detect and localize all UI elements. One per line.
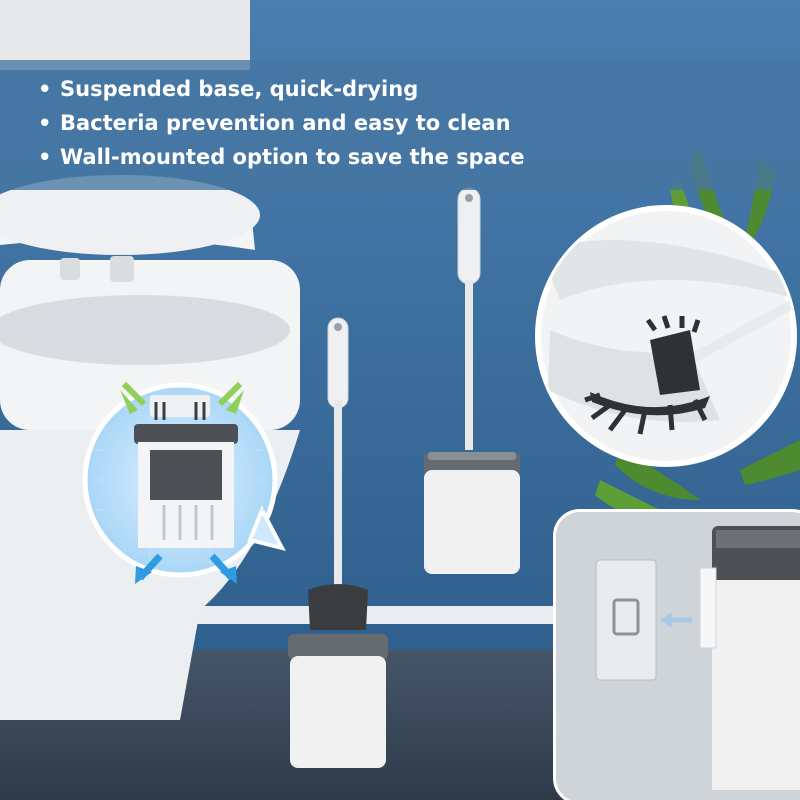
drain-inset [82,381,286,584]
bullet-icon: • [38,111,52,135]
feature-item: • Bacteria prevention and easy to clean [38,106,525,140]
bristle-closeup [535,205,797,467]
feature-text: Bacteria prevention and easy to clean [60,111,511,135]
feature-text: Suspended base, quick-drying [60,77,419,101]
feature-item: • Wall-mounted option to save the space [38,140,525,174]
wall-mounted-brush [424,187,520,574]
feature-item: • Suspended base, quick-drying [38,72,525,106]
feature-text: Wall-mounted option to save the space [60,145,525,169]
standing-brush [288,317,388,768]
bullet-icon: • [38,145,52,169]
bullet-icon: • [38,77,52,101]
wall-hook-closeup [553,509,800,800]
feature-banner [0,60,800,190]
feature-list: • Suspended base, quick-drying • Bacteria … [38,72,525,174]
